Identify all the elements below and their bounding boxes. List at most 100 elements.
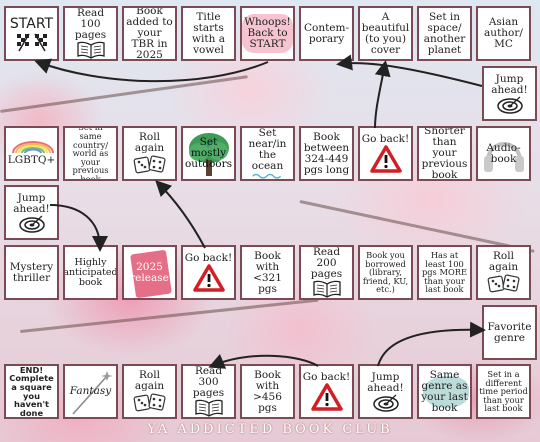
square-label: Fantasy: [69, 385, 112, 397]
warning-triangle-icon: [192, 264, 225, 292]
square-label: Has at least 100 pgs MORE than your last…: [421, 250, 468, 295]
square-label: Same genre as your last book: [421, 368, 468, 414]
square-label: Roll again: [488, 249, 519, 273]
square-jump-ahead-2[interactable]: Jump ahead!: [4, 185, 59, 240]
square-label: Book between 324-449 pgs long: [303, 130, 350, 176]
square-different-period[interactable]: Set in a different time period than your…: [476, 364, 531, 419]
square-between-324-449[interactable]: Book between 324-449 pgs long: [299, 126, 354, 181]
square-label: Jump ahead!: [491, 72, 528, 96]
square-read-300[interactable]: Read 300 pages: [181, 364, 236, 419]
dartboard-target-icon: [18, 215, 45, 233]
tree-icon: [189, 133, 229, 176]
dartboard-target-icon: [372, 394, 399, 412]
square-label: Book added to your TBR in 2025: [126, 6, 173, 61]
square-go-back-3[interactable]: Go back!: [299, 364, 354, 419]
arrow-jump-ahead-1: [336, 54, 483, 87]
square-fantasy[interactable]: Fantasy: [63, 364, 118, 419]
arrow-go-back-1: [374, 60, 391, 129]
square-label: Audio-book: [486, 141, 521, 165]
branch-decoration: [20, 298, 319, 333]
square-roll-again-3[interactable]: Roll again: [122, 364, 177, 419]
square-space[interactable]: Set in space/ another planet: [417, 6, 472, 61]
square-same-country[interactable]: Set in same country/ world as your previ…: [63, 126, 118, 181]
square-label: Jump ahead!: [367, 370, 404, 394]
square-100-more[interactable]: Has at least 100 pgs MORE than your last…: [417, 245, 472, 300]
arrow-go-back-2: [155, 180, 206, 249]
square-label: A beautiful (to you) cover: [361, 10, 410, 56]
square-asian-author[interactable]: Asian author/ MC: [476, 6, 531, 61]
square-label: Jump ahead!: [13, 191, 50, 215]
square-label: Favorite genre: [487, 320, 532, 344]
rainbow-icon: [12, 141, 54, 154]
square-roll-again-2[interactable]: Roll again: [476, 245, 531, 300]
square-label: Read 300 pages: [192, 365, 225, 399]
square-label: Set mostly outdoors: [184, 136, 233, 170]
square-label: Whoops! Back to START: [242, 14, 293, 53]
square-favorite-genre[interactable]: Favorite genre: [482, 305, 537, 360]
square-borrowed[interactable]: Book you borrowed (library, friend, KU, …: [358, 245, 413, 300]
square-same-genre[interactable]: Same genre as your last book: [417, 364, 472, 419]
arrow-jump-ahead-3: [377, 321, 486, 367]
square-less-321[interactable]: Book with <321 pgs: [240, 245, 295, 300]
open-book-icon: [312, 280, 341, 298]
square-read-200[interactable]: Read 200 pages: [299, 245, 354, 300]
square-label: Asian author/ MC: [484, 16, 523, 50]
square-label: LGBTQ+: [7, 154, 56, 166]
open-book-icon: [194, 399, 223, 417]
warning-triangle-icon: [310, 383, 343, 411]
square-label: Go back!: [361, 133, 410, 145]
square-tbr-2025[interactable]: Book added to your TBR in 2025: [122, 6, 177, 61]
square-label: Go back!: [302, 371, 351, 383]
square-more-456[interactable]: Book with >456 pgs: [240, 364, 295, 419]
square-jump-ahead-1[interactable]: Jump ahead!: [482, 66, 537, 121]
square-read-100[interactable]: Read 100 pages: [63, 6, 118, 61]
square-audiobook[interactable]: Audio-book: [476, 126, 531, 181]
warning-triangle-icon: [369, 145, 402, 173]
square-end[interactable]: END! Complete a square you haven't done: [4, 364, 59, 419]
square-outdoors[interactable]: Set mostly outdoors: [181, 126, 236, 181]
square-whoops-back-to-start[interactable]: Whoops! Back to START: [240, 6, 295, 61]
square-start[interactable]: START: [4, 6, 59, 61]
square-highly-anticipated[interactable]: Highly anticipated book: [63, 245, 118, 300]
footer-title: YA ADDICTED BOOK CLUB: [147, 422, 393, 437]
square-label: Set in a different time period than your…: [479, 369, 528, 414]
square-label: START: [9, 15, 54, 32]
square-label: Roll again: [134, 130, 165, 154]
branch-decoration: [0, 75, 248, 113]
square-label: Title starts with a vowel: [192, 10, 225, 56]
square-mystery-thriller[interactable]: Mystery thriller: [4, 245, 59, 300]
square-go-back-1[interactable]: Go back!: [358, 126, 413, 181]
square-label: Read 100 pages: [74, 7, 107, 41]
square-label: Go back!: [184, 252, 233, 264]
square-contemporary[interactable]: Contem-porary: [299, 6, 354, 61]
square-label: Set near/in the ocean: [248, 127, 287, 172]
dice-icon: [133, 392, 166, 411]
square-label: Set in same country/ world as your previ…: [72, 126, 109, 181]
square-title-vowel[interactable]: Title starts with a vowel: [181, 6, 236, 61]
square-label: Roll again: [134, 368, 165, 392]
headphones-icon: [484, 142, 524, 172]
checkered-flags-icon: [16, 33, 47, 51]
square-label: Book you borrowed (library, friend, KU, …: [362, 250, 409, 295]
dice-icon: [487, 273, 520, 292]
square-label: END! Complete a square you haven't done: [9, 364, 54, 418]
square-roll-again-1[interactable]: Roll again: [122, 126, 177, 181]
square-beautiful-cover[interactable]: A beautiful (to you) cover: [358, 6, 413, 61]
same-genre-blob: [423, 376, 469, 408]
square-label: 2025 release: [130, 260, 169, 284]
wave-icon: [251, 173, 281, 179]
square-label: Mystery thriller: [9, 260, 54, 284]
square-label: Shorter than your previous book: [421, 126, 468, 181]
square-lgbtq[interactable]: LGBTQ+: [4, 126, 59, 181]
square-label: Book with <321 pgs: [253, 249, 282, 295]
square-2025-release[interactable]: 2025 release: [122, 245, 177, 300]
dice-icon: [133, 154, 166, 173]
square-go-back-2[interactable]: Go back!: [181, 245, 236, 300]
square-label: Read 200 pages: [310, 246, 343, 280]
square-label: Contem-porary: [303, 21, 350, 45]
square-shorter[interactable]: Shorter than your previous book: [417, 126, 472, 181]
open-book-icon: [76, 41, 105, 59]
square-jump-ahead-3[interactable]: Jump ahead!: [358, 364, 413, 419]
square-label: Highly anticipated book: [63, 256, 118, 288]
square-ocean[interactable]: Set near/in the ocean: [240, 126, 295, 181]
